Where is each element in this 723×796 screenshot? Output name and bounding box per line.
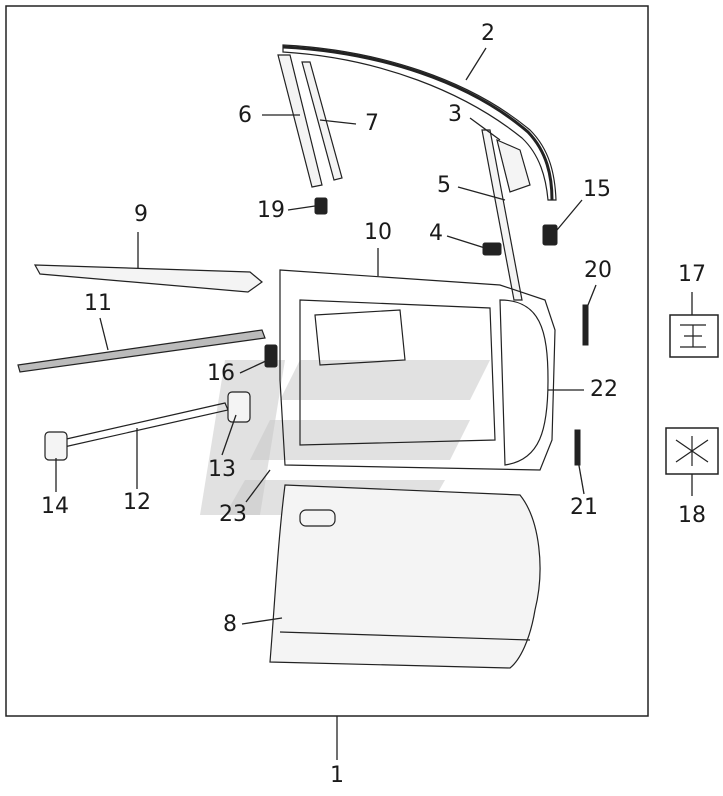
callout-12: 12 [123,490,151,515]
leader-20 [585,284,597,311]
outer-panel-crease [279,631,531,641]
callout-22: 22 [590,377,618,402]
callout-3: 3 [448,102,462,127]
door-inner-panel-part [279,269,556,471]
leader-19 [287,205,316,211]
striker-15 [542,224,558,246]
callout-17: 17 [678,262,706,287]
door-handle [299,509,336,527]
callout-15: 15 [583,177,611,202]
leader-7 [319,119,357,125]
window-regulator-part [314,309,406,366]
clip-4 [482,242,502,256]
bracket-16 [264,344,278,368]
leader-4 [446,235,486,249]
check-rod-part [61,402,229,448]
outer-door-panel-part [269,484,541,669]
leader-5 [457,186,506,201]
callout-7: 7 [365,111,379,136]
callout-8: 8 [223,612,237,637]
leader-21 [577,459,585,495]
inner-weatherstrip-part [17,329,266,373]
leader-8 [241,617,283,625]
callout-16: 16 [207,361,235,386]
rear-lock-part [499,299,549,466]
assembly-frame [5,5,649,717]
hinge-13 [227,391,251,423]
callout-14: 14 [41,494,69,519]
callout-18: 18 [678,503,706,528]
leader-11 [99,317,109,351]
callout-9: 9 [134,202,148,227]
callout-6: 6 [238,103,252,128]
mirror-corner-part [496,138,531,193]
leader-3 [469,117,501,141]
leader-15 [556,199,583,231]
callout-13: 13 [208,457,236,482]
division-bar-part [301,61,343,181]
frame-seal-part [282,44,557,201]
hinge-14 [44,431,68,461]
callout-19: 19 [257,198,285,223]
callout-11: 11 [84,291,112,316]
leader-16 [239,359,269,374]
callout-4: 4 [429,221,443,246]
callout-21: 21 [570,495,598,520]
callout-2: 2 [481,21,495,46]
leader-23 [245,469,271,503]
leader-2 [465,47,487,81]
callout-10: 10 [364,220,392,245]
clip-19 [314,197,328,215]
callout-1: 1 [330,763,344,788]
service-icon-17 [669,314,719,358]
seal-21 [574,429,581,466]
callout-5: 5 [437,173,451,198]
seal-20 [582,304,589,346]
leader-13 [221,414,237,456]
callout-20: 20 [584,258,612,283]
callout-23: 23 [219,502,247,527]
beltline-strip-part [33,264,263,293]
inner-panel-detail [299,299,496,446]
front-glass-channel-part [277,54,323,188]
